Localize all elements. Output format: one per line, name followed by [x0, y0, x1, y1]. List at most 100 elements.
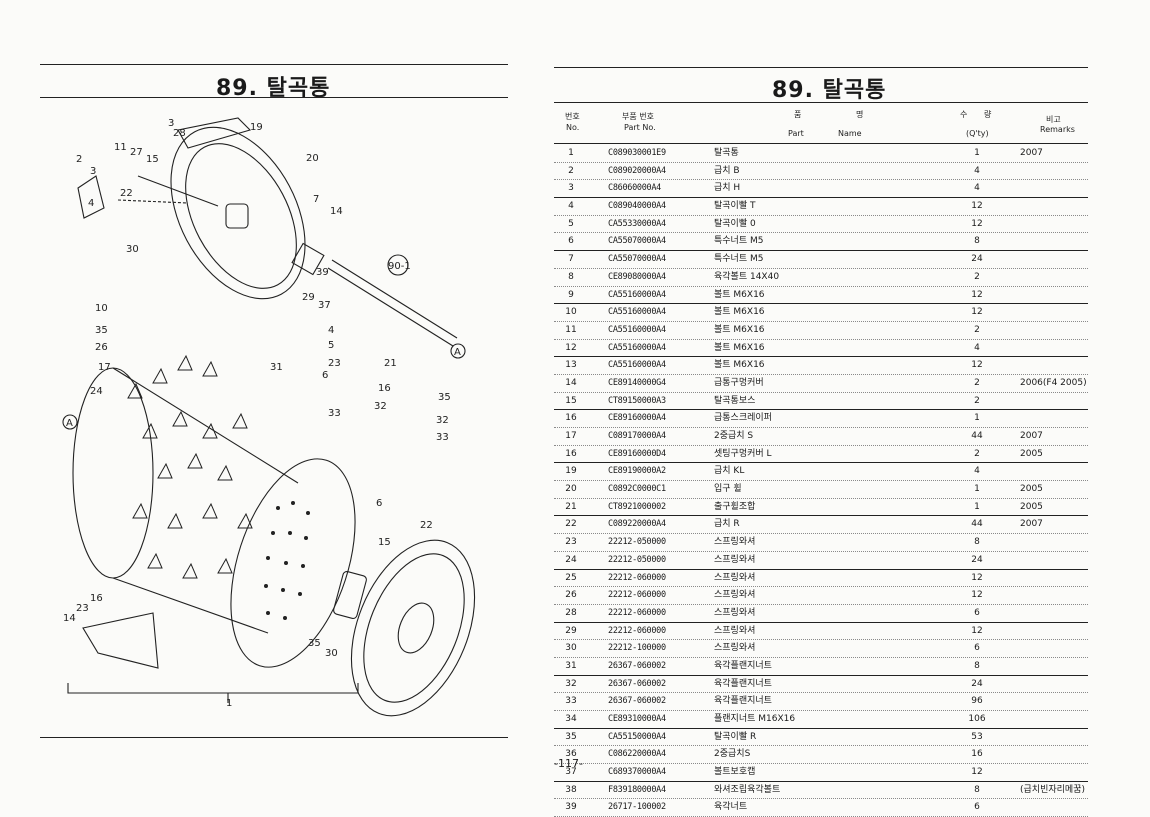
cell-part-name: 스프링와셔: [714, 572, 756, 583]
cell-part-name: 급통구멍커버: [714, 377, 764, 388]
cell-no: 36: [565, 749, 577, 760]
cell-no: 13: [565, 360, 577, 371]
cell-part-name: 스프링와셔: [714, 590, 756, 601]
cell-part-name: 급통스크레이퍼: [714, 413, 772, 424]
cell-part-number: 22212-060000: [608, 607, 666, 618]
page-number: -117-: [554, 757, 583, 770]
page-title-left: 89. 탈곡통: [216, 76, 331, 101]
right-page: 89. 탈곡통 번호 No. 부품 번호 Part No. 품 명 Part N…: [548, 0, 1150, 817]
cell-part-name: 출구휠조합: [714, 501, 756, 512]
cell-qty: 2: [974, 395, 980, 406]
cell-part-number: 26367-060002: [608, 678, 666, 689]
svg-text:10: 10: [95, 303, 108, 314]
cell-part-name: 스프링와셔: [714, 625, 756, 636]
header-remarks-en: Remarks: [1040, 125, 1075, 134]
cell-no: 10: [565, 307, 577, 318]
cell-qty: 1: [974, 501, 980, 512]
cell-no: 16: [565, 413, 577, 424]
cell-qty: 44: [971, 431, 983, 441]
svg-text:23: 23: [76, 603, 89, 614]
cell-remarks: 2005: [1020, 484, 1043, 495]
svg-text:27: 27: [130, 147, 143, 158]
svg-text:90-1: 90-1: [388, 261, 411, 272]
svg-text:14: 14: [330, 206, 343, 217]
cell-part-name: 셋팅구멍커버 L: [714, 448, 772, 459]
cell-qty: 2: [974, 448, 980, 459]
svg-text:15: 15: [146, 154, 159, 165]
cell-part-name: 탈곡통: [714, 148, 739, 158]
cell-no: 28: [565, 607, 577, 618]
cell-qty: 12: [971, 767, 983, 778]
svg-text:11: 11: [114, 142, 127, 153]
svg-text:35: 35: [438, 392, 451, 403]
cell-part-name: 특수너트 M5: [714, 254, 764, 265]
cell-part-number: CT89150000A3: [608, 395, 666, 406]
exploded-parts-diagram: 19 20 3 28 11 27 15 2 3 22 4 30 7 14 39 …: [62, 117, 476, 717]
cell-part-name: 스프링와셔: [714, 643, 756, 654]
cell-qty: 16: [971, 749, 983, 760]
cell-part-name: 탈곡통보스: [714, 395, 756, 406]
bottom-rule-left: [40, 737, 508, 738]
cell-no: 15: [565, 395, 577, 406]
cell-part-name: 볼트 M6X16: [714, 307, 765, 318]
top-rule-left: [40, 64, 508, 65]
cell-part-name: 스프링와셔: [714, 554, 756, 565]
cell-no: 5: [568, 218, 574, 229]
cell-qty: 106: [968, 714, 986, 724]
cell-part-number: CE89310000A4: [608, 714, 666, 724]
cell-no: 32: [565, 678, 577, 689]
cell-part-number: 26717-100002: [608, 802, 666, 813]
cell-part-name: 탈곡이빨 R: [714, 731, 757, 742]
cell-no: 9: [568, 289, 574, 300]
cell-part-name: 육각너트: [714, 802, 748, 813]
cell-no: 6: [568, 236, 574, 247]
cell-part-name: 육각플랜지너트: [714, 696, 772, 707]
svg-text:32: 32: [436, 415, 449, 426]
cell-part-name: 볼트보호캡: [714, 767, 756, 778]
cell-qty: 4: [974, 165, 980, 176]
cell-remarks: 2006(F4 2005): [1020, 377, 1087, 388]
svg-text:39: 39: [316, 267, 329, 278]
cell-no: 35: [565, 731, 577, 742]
cell-qty: 12: [971, 360, 983, 371]
cell-part-name: 와셔조립육각볼트: [714, 784, 781, 795]
title-underline-left: [40, 97, 508, 98]
cell-part-number: CA55330000A4: [608, 218, 666, 229]
cell-qty: 1: [974, 148, 980, 158]
cell-no: 4: [568, 201, 574, 212]
cell-qty: 2: [974, 377, 980, 388]
cell-qty: 12: [971, 289, 983, 300]
svg-text:4: 4: [328, 325, 334, 336]
cell-no: 19: [565, 466, 577, 477]
cell-part-name: 플랜지너트 M16X16: [714, 714, 796, 724]
svg-text:30: 30: [126, 244, 139, 255]
title-underline-right: [554, 102, 1088, 103]
svg-text:20: 20: [306, 153, 319, 164]
cell-part-number: CA55160000A4: [608, 342, 666, 353]
cell-no: 14: [565, 377, 577, 388]
header-qty-ko1: 수: [960, 110, 968, 119]
cell-no: 12: [565, 342, 577, 353]
svg-text:6: 6: [322, 370, 328, 381]
cell-part-number: CA55160000A4: [608, 360, 666, 371]
cell-part-number: C089170000A4: [608, 431, 666, 441]
cell-part-name: 특수너트 M5: [714, 236, 764, 247]
cell-part-name: 육각플랜지너트: [714, 678, 772, 689]
cell-qty: 8: [974, 660, 980, 671]
svg-text:31: 31: [270, 362, 283, 373]
svg-text:7: 7: [313, 194, 319, 205]
